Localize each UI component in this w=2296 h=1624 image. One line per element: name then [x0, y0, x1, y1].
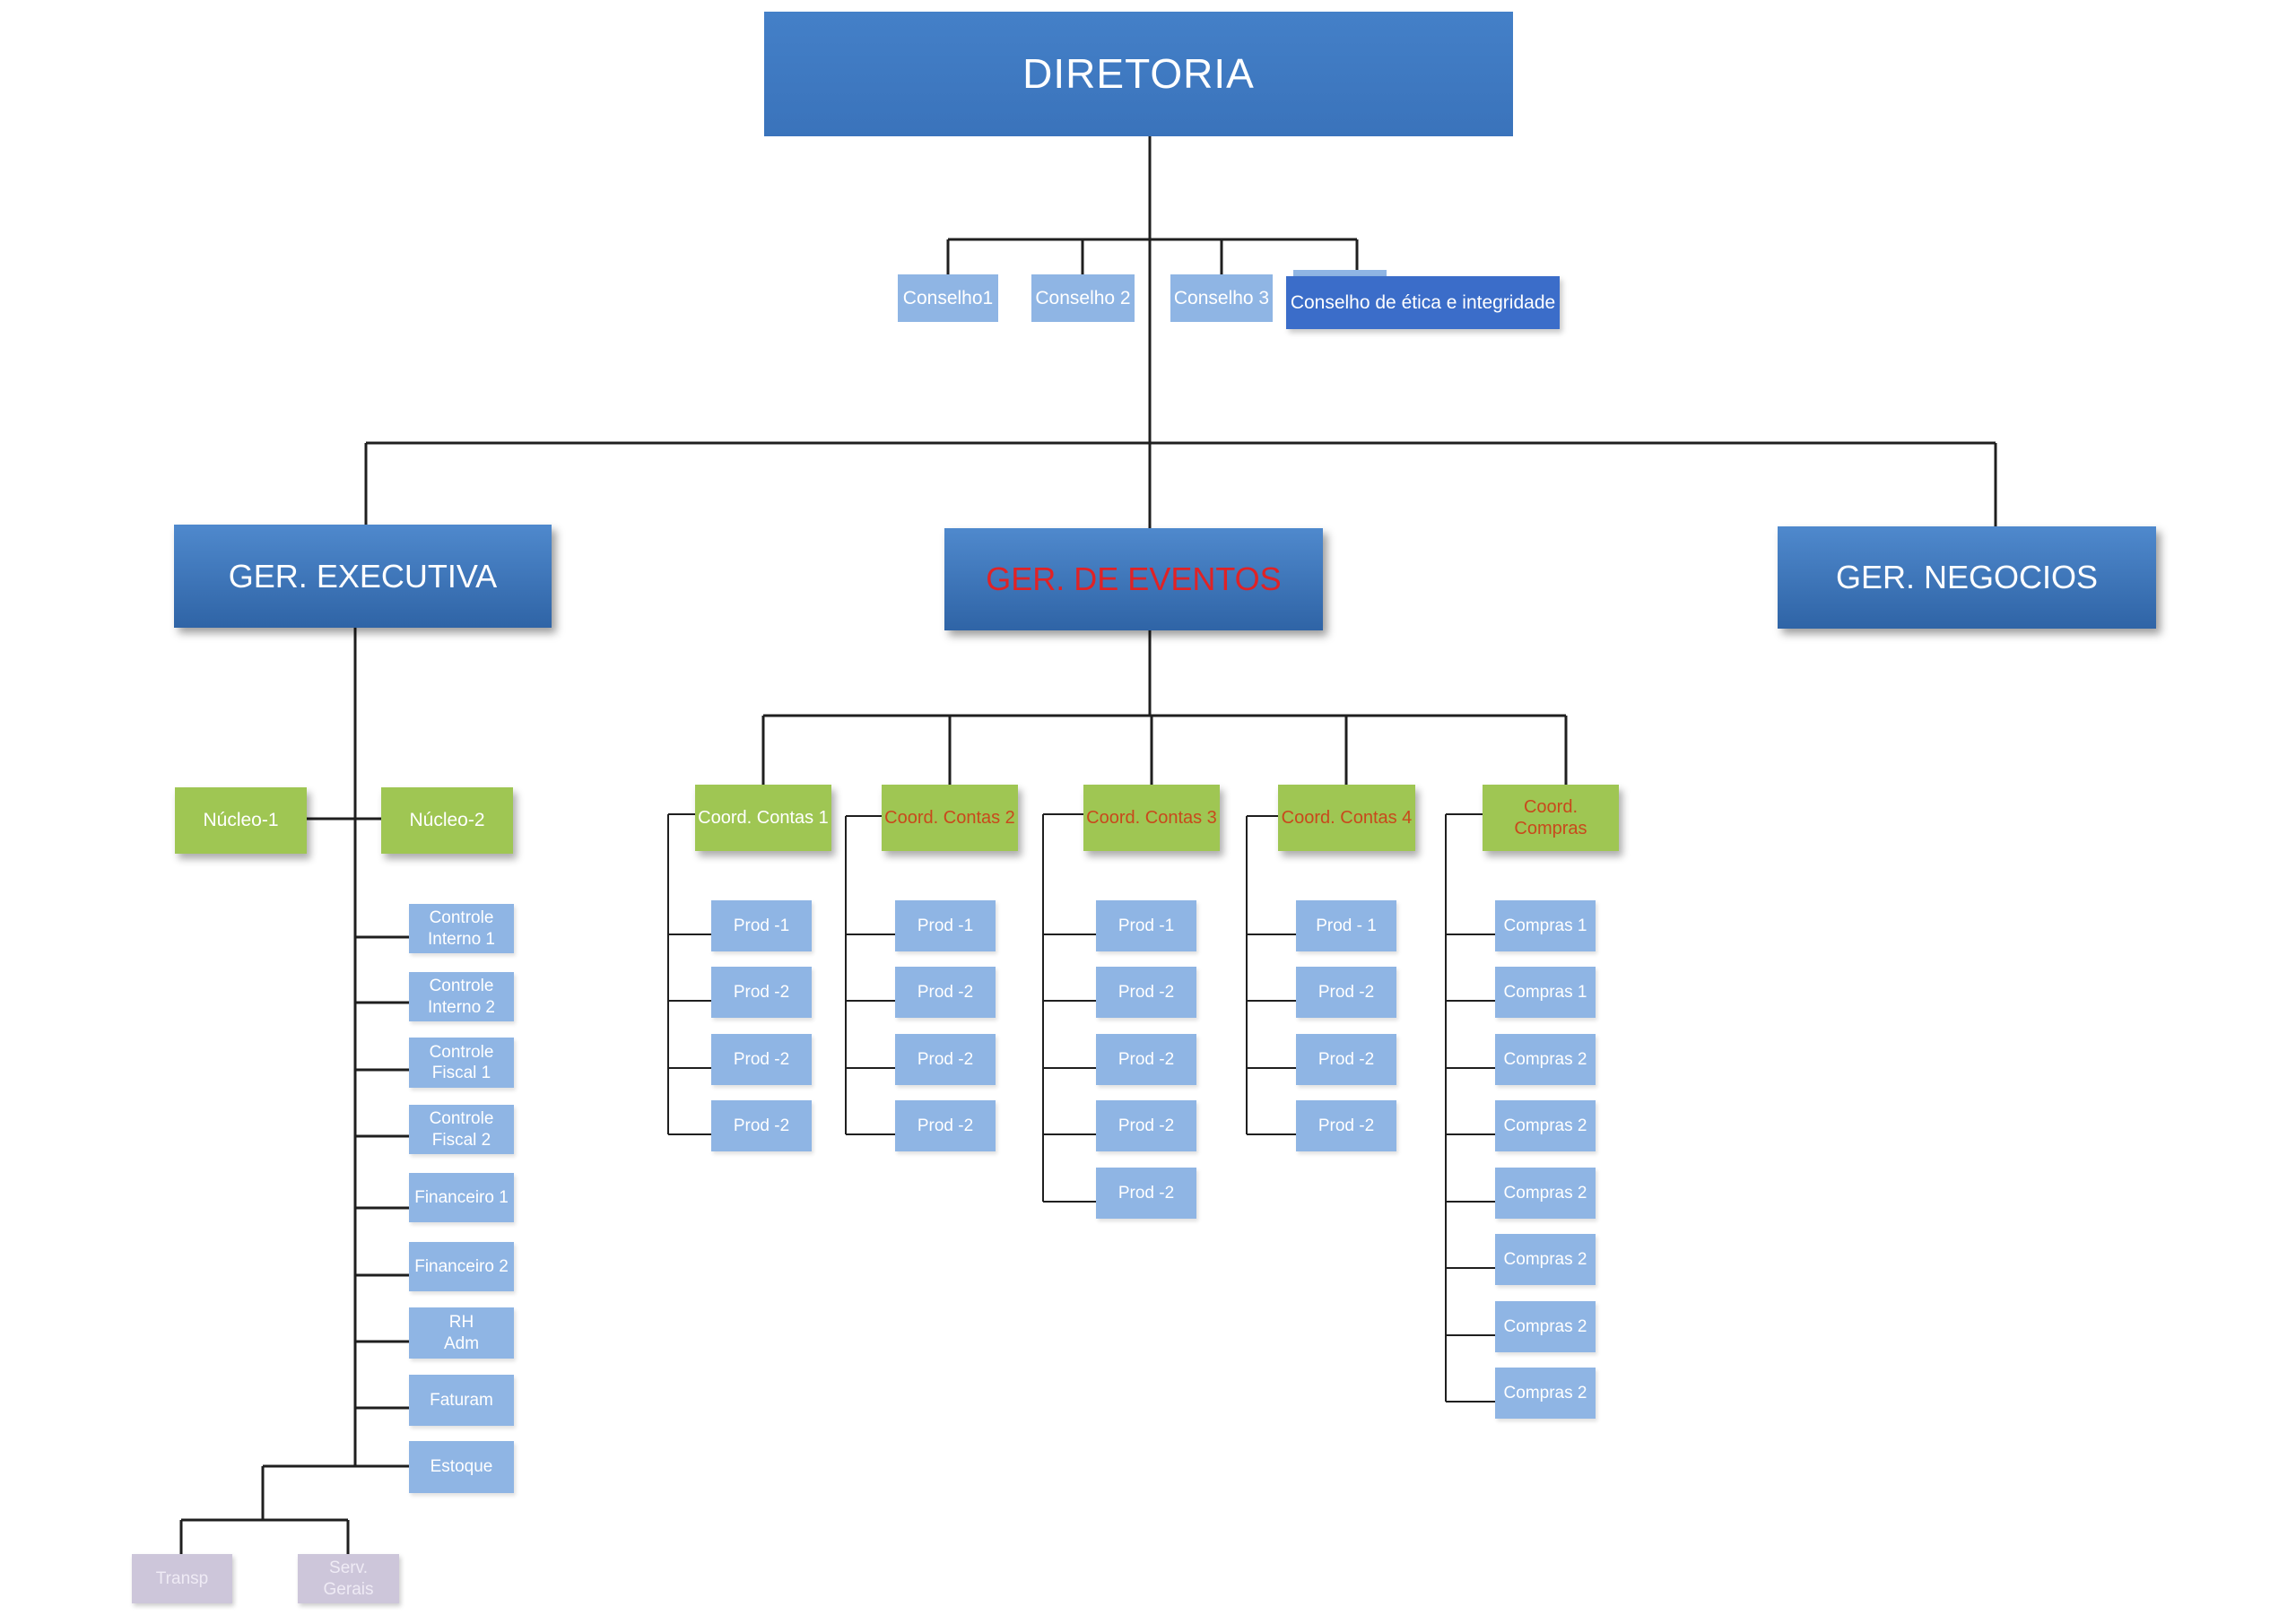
node-conselho-1[interactable]: Conselho1: [898, 274, 998, 322]
node-diretoria[interactable]: DIRETORIA: [764, 12, 1513, 136]
node-coord-contas-3[interactable]: Coord. Contas 3: [1083, 785, 1220, 851]
node-dept-controle-interno-2[interactable]: Controle Interno 2: [409, 972, 514, 1021]
node-c5-compras-1[interactable]: Compras 1: [1495, 900, 1596, 951]
node-c5-compras-3[interactable]: Compras 2: [1495, 1034, 1596, 1085]
node-coord-contas-1[interactable]: Coord. Contas 1: [695, 785, 831, 851]
node-c1-prod-4[interactable]: Prod -2: [711, 1100, 812, 1151]
node-c4-prod-3[interactable]: Prod -2: [1296, 1034, 1396, 1085]
node-coord-compras[interactable]: Coord. Compras: [1483, 785, 1619, 851]
node-dept-controle-fiscal-2[interactable]: Controle Fiscal 2: [409, 1105, 514, 1154]
node-c5-compras-8[interactable]: Compras 2: [1495, 1368, 1596, 1419]
node-coord-contas-4[interactable]: Coord. Contas 4: [1278, 785, 1415, 851]
node-nucleo-1[interactable]: Núcleo-1: [175, 787, 307, 854]
node-ger-eventos[interactable]: GER. DE EVENTOS: [944, 528, 1323, 630]
node-c1-prod-2[interactable]: Prod -2: [711, 967, 812, 1018]
node-transp[interactable]: Transp: [132, 1554, 232, 1603]
node-c4-prod-4[interactable]: Prod -2: [1296, 1100, 1396, 1151]
node-c2-prod-1[interactable]: Prod -1: [895, 900, 996, 951]
node-c2-prod-3[interactable]: Prod -2: [895, 1034, 996, 1085]
node-dept-financeiro-2[interactable]: Financeiro 2: [409, 1242, 514, 1291]
node-c3-prod-2[interactable]: Prod -2: [1096, 967, 1196, 1018]
node-dept-controle-interno-1[interactable]: Controle Interno 1: [409, 904, 514, 953]
node-c4-prod-2[interactable]: Prod -2: [1296, 967, 1396, 1018]
node-ger-negocios[interactable]: GER. NEGOCIOS: [1778, 526, 2156, 629]
node-coord-contas-2[interactable]: Coord. Contas 2: [882, 785, 1018, 851]
node-dept-estoque[interactable]: Estoque: [409, 1441, 514, 1493]
node-c2-prod-2[interactable]: Prod -2: [895, 967, 996, 1018]
node-ger-executiva[interactable]: GER. EXECUTIVA: [174, 525, 552, 628]
node-dept-faturam[interactable]: Faturam: [409, 1375, 514, 1426]
node-c2-prod-4[interactable]: Prod -2: [895, 1100, 996, 1151]
node-conselho-3[interactable]: Conselho 3: [1170, 274, 1273, 322]
node-conselho-2[interactable]: Conselho 2: [1031, 274, 1135, 322]
node-c5-compras-2[interactable]: Compras 1: [1495, 967, 1596, 1018]
node-c1-prod-3[interactable]: Prod -2: [711, 1034, 812, 1085]
node-nucleo-2[interactable]: Núcleo-2: [381, 787, 513, 854]
node-dept-rh-adm[interactable]: RH Adm: [409, 1307, 514, 1359]
node-dept-financeiro-1[interactable]: Financeiro 1: [409, 1173, 514, 1222]
node-c5-compras-7[interactable]: Compras 2: [1495, 1301, 1596, 1352]
node-c5-compras-5[interactable]: Compras 2: [1495, 1168, 1596, 1219]
node-c3-prod-5[interactable]: Prod -2: [1096, 1168, 1196, 1219]
node-dept-controle-fiscal-1[interactable]: Controle Fiscal 1: [409, 1038, 514, 1088]
node-c5-compras-6[interactable]: Compras 2: [1495, 1234, 1596, 1285]
node-serv-gerais[interactable]: Serv. Gerais: [298, 1554, 399, 1603]
node-c4-prod-1[interactable]: Prod - 1: [1296, 900, 1396, 951]
node-c3-prod-3[interactable]: Prod -2: [1096, 1034, 1196, 1085]
node-c5-compras-4[interactable]: Compras 2: [1495, 1100, 1596, 1151]
node-c3-prod-1[interactable]: Prod -1: [1096, 900, 1196, 951]
node-c1-prod-1[interactable]: Prod -1: [711, 900, 812, 951]
node-c3-prod-4[interactable]: Prod -2: [1096, 1100, 1196, 1151]
node-conselho-etica[interactable]: Conselho de ética e integridade: [1286, 276, 1560, 329]
